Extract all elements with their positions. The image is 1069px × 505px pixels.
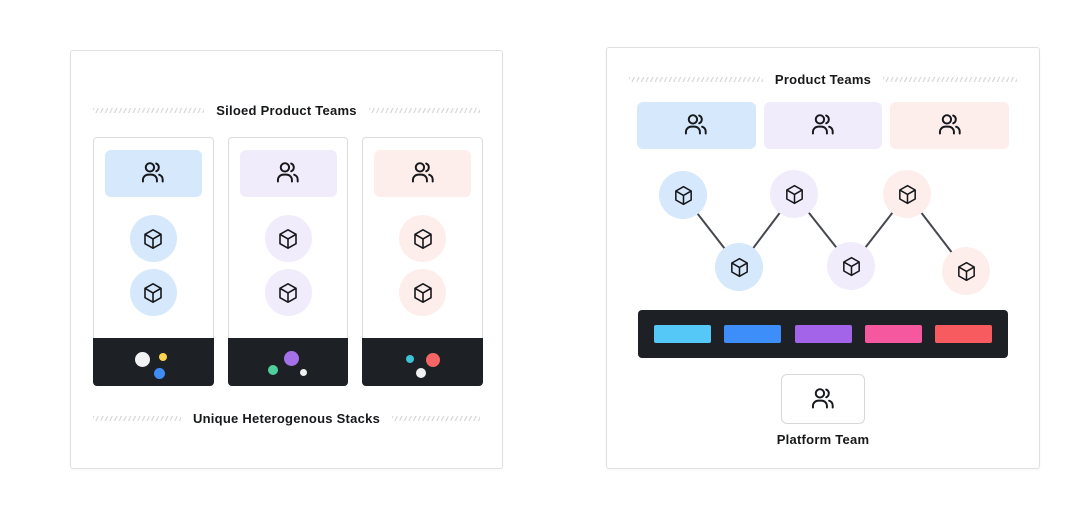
stack-segment	[724, 325, 782, 343]
cube-icon	[730, 257, 748, 277]
stack-dot	[154, 368, 165, 379]
service-circle	[399, 269, 447, 316]
cube-icon	[898, 184, 916, 204]
hatch-line	[368, 107, 481, 113]
hatch-line	[93, 415, 181, 421]
team-header	[374, 150, 472, 197]
stack-dot	[267, 365, 278, 375]
cube-icon	[957, 261, 975, 281]
cube-icon	[842, 256, 860, 276]
service-circle	[129, 269, 177, 316]
stack-dot	[299, 369, 307, 376]
team-header	[239, 150, 337, 197]
service-circle	[399, 215, 447, 262]
cube-icon	[413, 282, 432, 303]
cube-icon	[144, 282, 163, 303]
team-header-purple	[763, 102, 883, 149]
platform-team-label: Platform Team	[776, 432, 870, 447]
team-card-blue	[93, 137, 214, 386]
product-teams-title-row: Product Teams	[607, 70, 1039, 88]
stack-segment	[864, 325, 922, 343]
team-header-pink	[890, 102, 1010, 149]
stack-segment	[654, 325, 711, 343]
team-card-purple	[227, 137, 349, 386]
stack-segment	[794, 325, 852, 343]
stack-dot	[135, 352, 150, 367]
hatch-line	[629, 76, 763, 82]
users-icon	[276, 162, 299, 183]
siloed-teams-panel: Siloed Product Teams	[70, 50, 503, 469]
team-header-blue	[637, 102, 756, 149]
hatch-line	[93, 107, 205, 113]
unique-stack-bar	[93, 338, 214, 386]
product-team-headers	[637, 102, 1010, 149]
service-circle	[827, 242, 875, 290]
stack-dot	[416, 368, 427, 378]
cube-icon	[413, 228, 432, 249]
platform-team-box	[781, 374, 865, 424]
shared-platform-stack-bar	[638, 310, 1008, 358]
service-circle	[659, 171, 707, 219]
service-circle	[770, 170, 818, 218]
cube-icon	[144, 228, 163, 249]
team-card-pink	[362, 137, 484, 386]
stack-segment	[935, 325, 992, 343]
stack-dot	[406, 355, 415, 363]
heterogenous-title: Unique Heterogenous Stacks	[192, 410, 381, 426]
service-circle	[129, 215, 177, 262]
platform-teams-panel: Product Teams	[606, 47, 1040, 469]
service-circle	[264, 215, 312, 262]
team-header	[104, 150, 202, 197]
heterogenous-title-row: Unique Heterogenous Stacks	[71, 409, 502, 427]
users-icon	[938, 114, 961, 135]
cube-icon	[279, 282, 297, 303]
users-icon	[142, 162, 165, 183]
unique-stack-bar	[362, 338, 484, 386]
hatch-line	[883, 76, 1018, 82]
unique-stack-bar	[227, 338, 349, 386]
cube-icon	[279, 228, 297, 249]
users-icon	[811, 387, 834, 408]
cube-icon	[674, 185, 692, 205]
siloed-title-row: Siloed Product Teams	[71, 101, 502, 119]
stack-dot	[159, 353, 167, 361]
siloed-title: Siloed Product Teams	[216, 102, 357, 118]
team-stack-cards	[93, 137, 484, 386]
service-circle	[883, 170, 931, 218]
service-circle	[264, 269, 312, 316]
users-icon	[411, 162, 434, 183]
users-icon	[685, 114, 708, 135]
hatch-line	[392, 415, 481, 421]
stack-dot	[426, 353, 441, 367]
cube-icon	[785, 184, 803, 204]
service-circle	[942, 247, 990, 295]
service-circle	[715, 243, 763, 291]
stack-dot	[283, 351, 299, 366]
users-icon	[811, 114, 834, 135]
product-teams-title: Product Teams	[774, 71, 872, 87]
